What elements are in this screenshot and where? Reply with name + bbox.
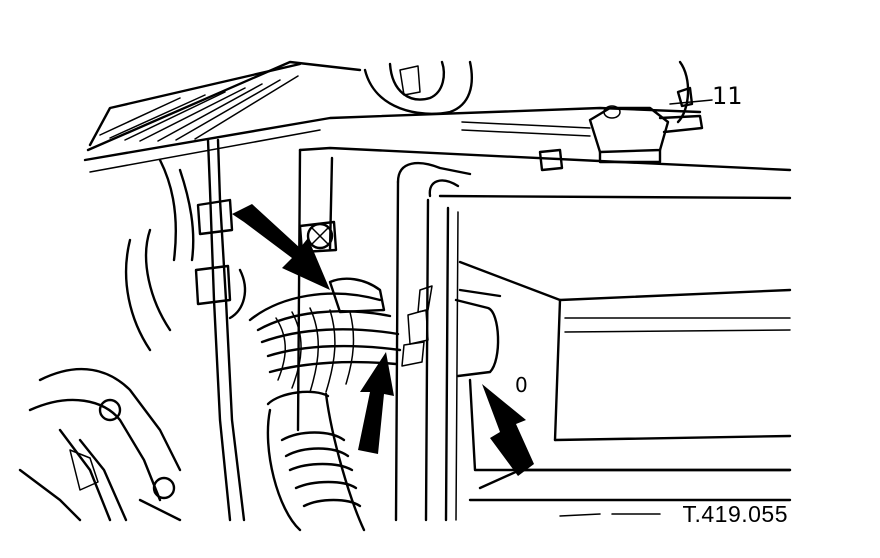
top-pulley xyxy=(363,60,690,124)
callout-label-top-right: 11 xyxy=(712,82,743,110)
left-cables xyxy=(124,138,247,522)
vertical-bracket xyxy=(394,161,472,522)
figure-reference-code: T.419.055 xyxy=(682,501,788,527)
wiring-connector xyxy=(401,285,502,378)
pointer-arrow-upper-left xyxy=(232,204,330,290)
pointer-arrow-right xyxy=(482,384,534,476)
reference-leader-line xyxy=(559,513,661,517)
callout-label-right: 0 xyxy=(515,373,528,397)
lower-left-linkage xyxy=(18,367,182,522)
upper-clamp xyxy=(461,86,713,172)
pointer-arrow-center xyxy=(358,352,394,454)
mounting-bolt xyxy=(298,220,338,254)
corrugated-hose xyxy=(266,390,366,532)
